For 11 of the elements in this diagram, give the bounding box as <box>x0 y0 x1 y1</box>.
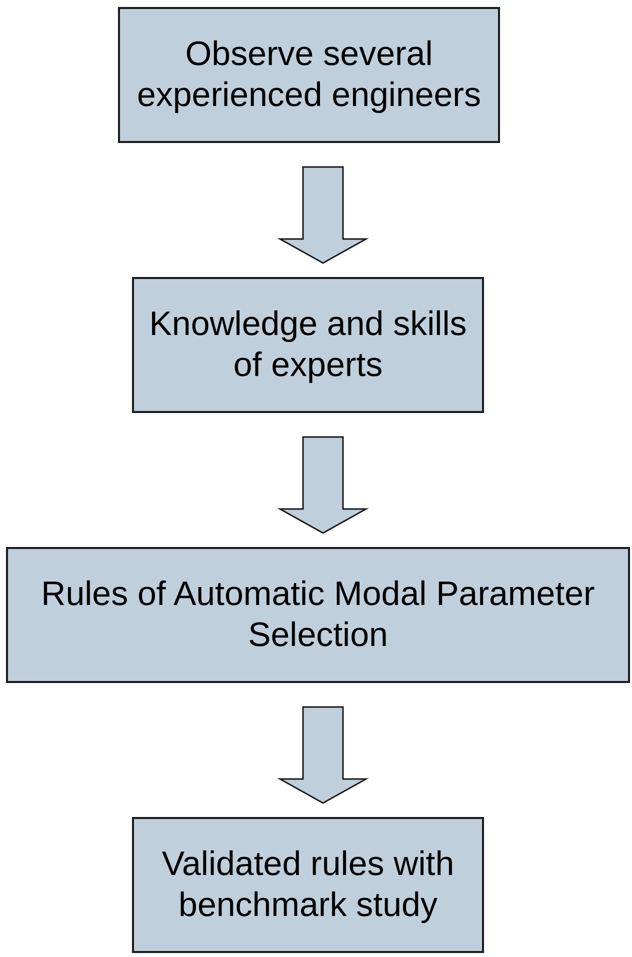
process-box <box>6 547 630 683</box>
block-arrow <box>277 706 369 804</box>
block-arrow <box>277 166 369 264</box>
box-label: Observe several experienced engineers <box>136 34 482 116</box>
block-arrow <box>277 436 369 534</box>
process-box <box>118 7 500 143</box>
box-label: Validated rules with benchmark study <box>160 844 456 926</box>
box-label: Knowledge and skills of experts <box>148 304 468 386</box>
process-box <box>132 817 484 953</box>
process-box <box>132 277 484 413</box>
box-label: Rules of Automatic Modal Parameter Selection <box>40 574 596 656</box>
